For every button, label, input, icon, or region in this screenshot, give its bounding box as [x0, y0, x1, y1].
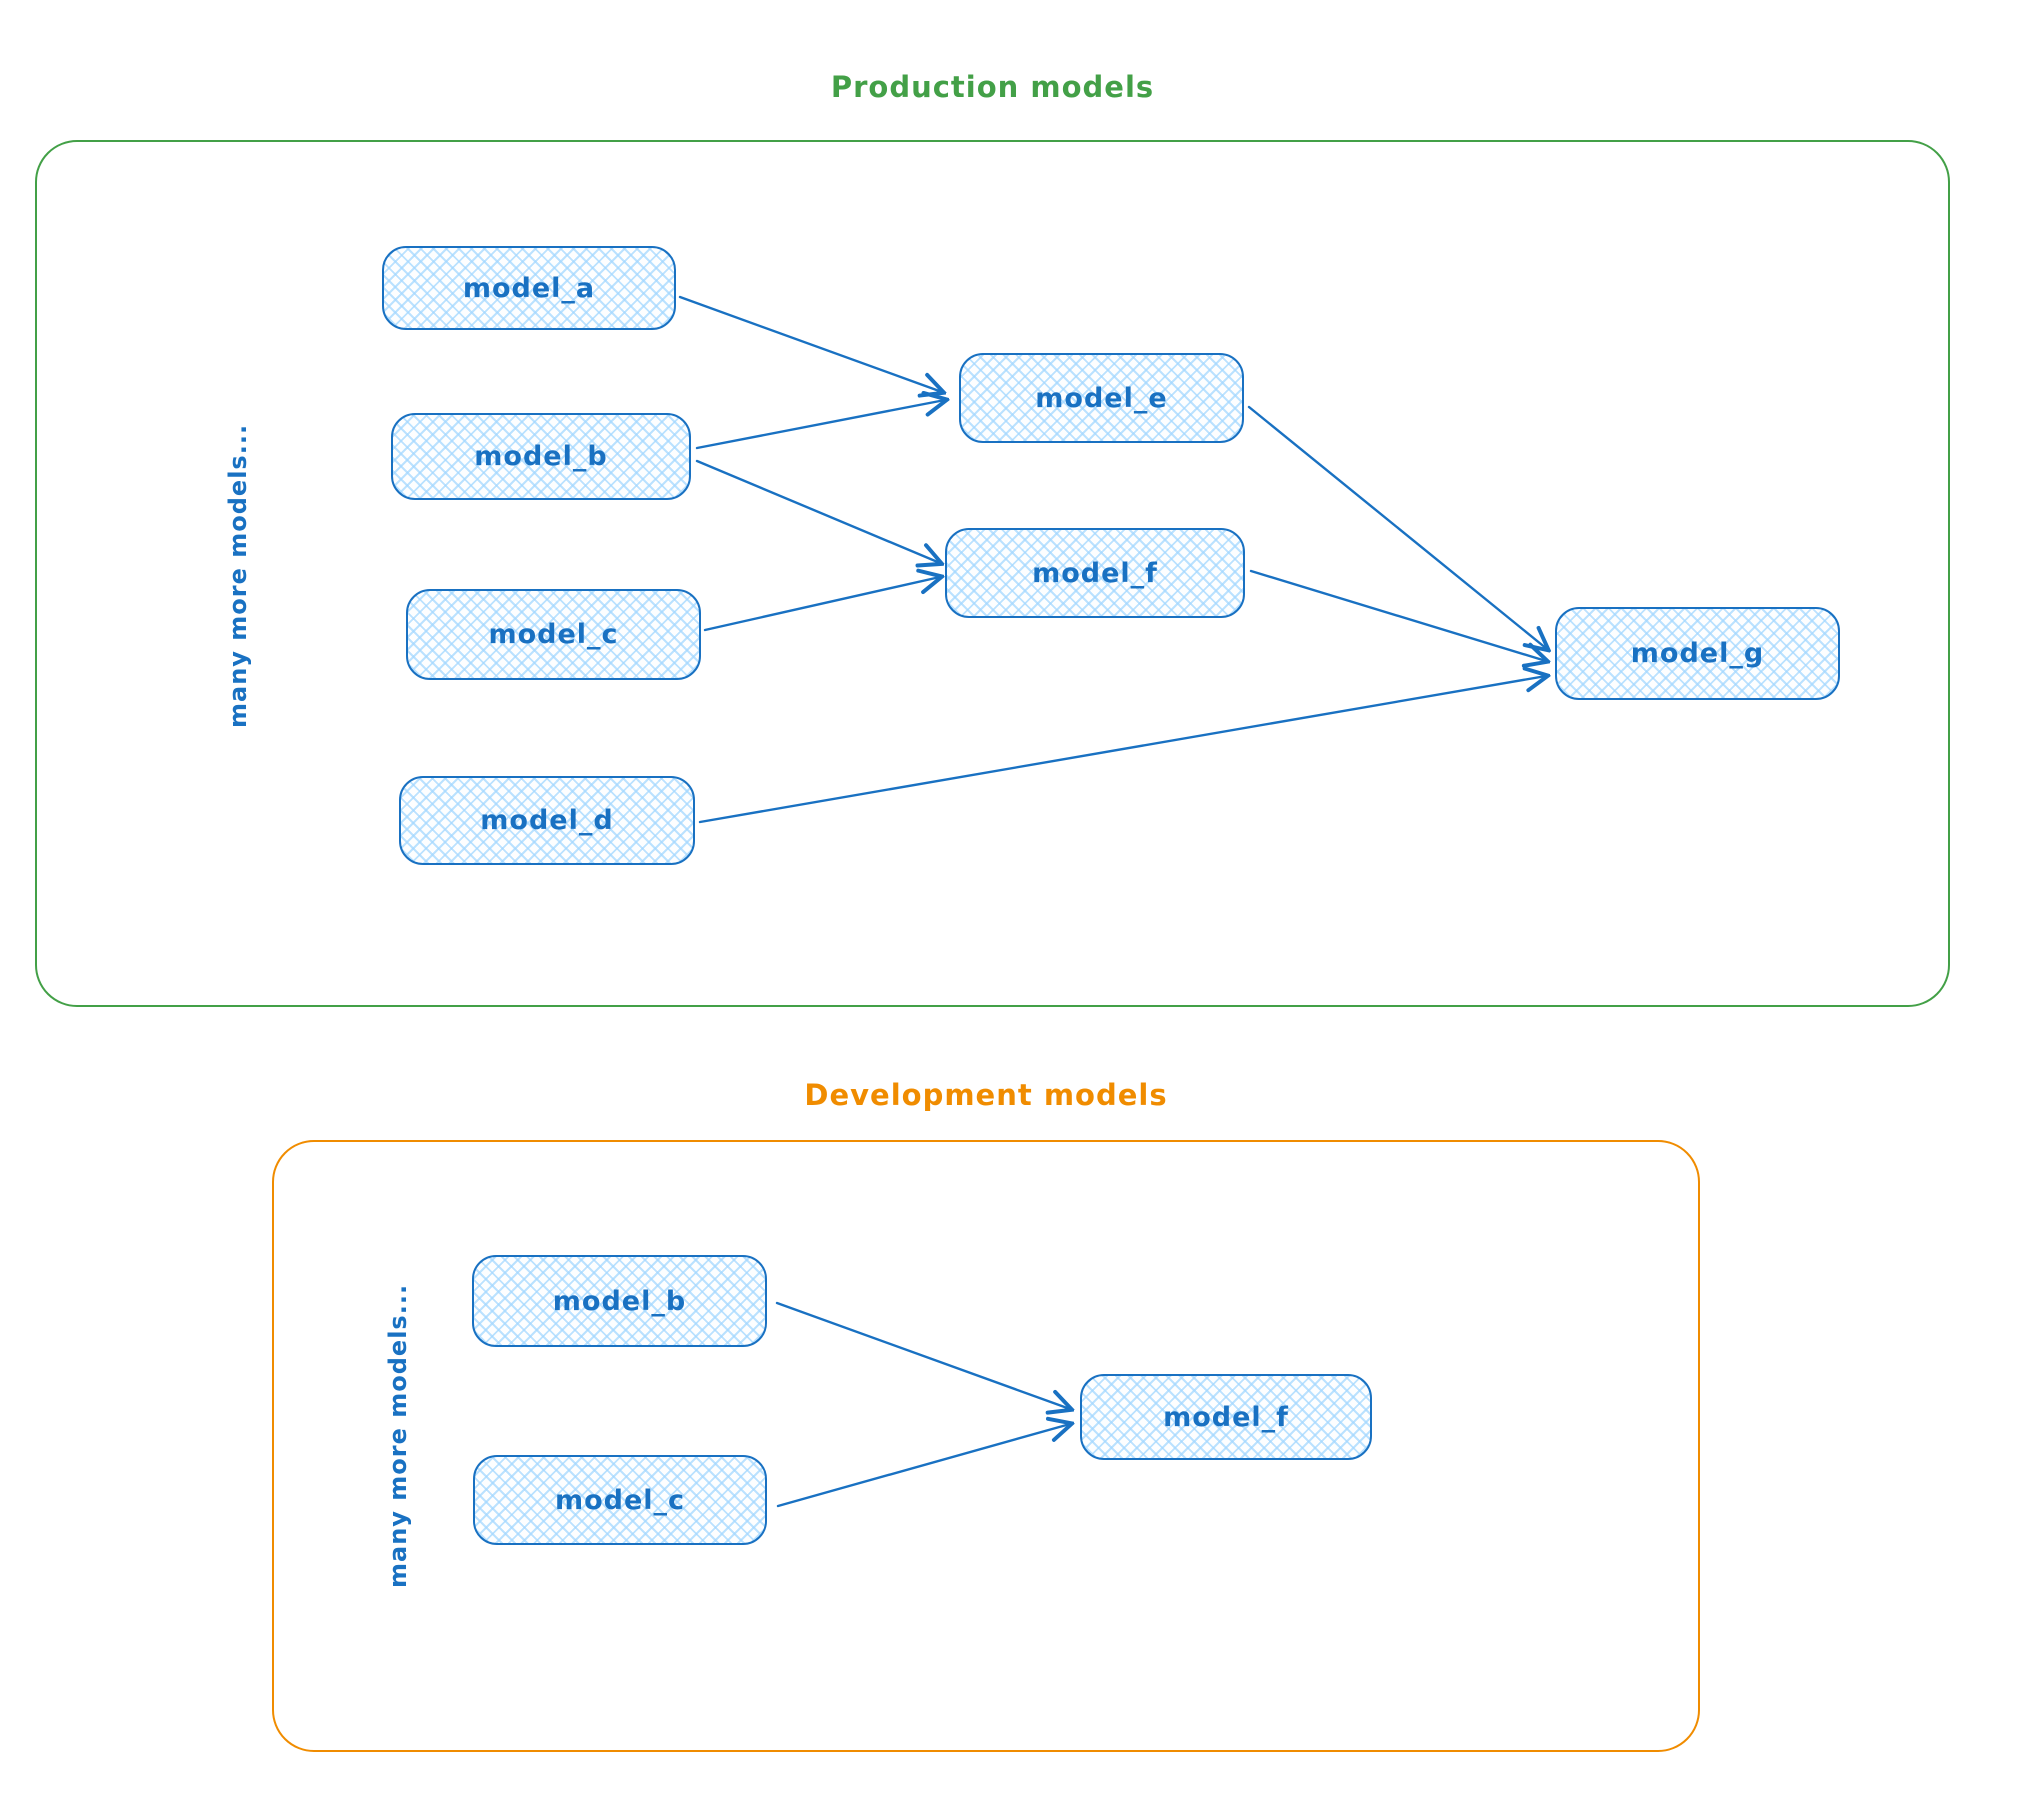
node-model_f-development: model_f [1080, 1374, 1372, 1460]
node-model_c-development: model_c [473, 1455, 767, 1545]
node-model_g-label: model_g [1630, 638, 1765, 669]
node-model_f-dev-label: model_f [1163, 1401, 1289, 1433]
node-model_e-production: model_e [959, 353, 1244, 443]
development-container [272, 1140, 1700, 1752]
node-model_c-label: model_c [488, 619, 619, 650]
node-model_f-label: model_f [1032, 557, 1158, 589]
node-model_c-production: model_c [406, 589, 701, 680]
production-container [35, 140, 1950, 1007]
node-model_g-production: model_g [1555, 607, 1840, 700]
node-model_d-production: model_d [399, 776, 695, 865]
production-side-label: many more models... [224, 423, 252, 728]
node-model_c-dev-label: model_c [554, 1484, 686, 1516]
node-model_d-label: model_d [480, 805, 614, 836]
node-model_f-production: model_f [945, 528, 1245, 618]
node-model_b-development: model_b [472, 1255, 767, 1347]
node-model_b-label: model_b [474, 441, 608, 472]
development-side-label: many more models... [384, 1283, 412, 1588]
production-title: Production models [830, 70, 1155, 104]
node-model_b-dev-label: model_b [552, 1285, 687, 1317]
node-model_e-label: model_e [1035, 382, 1168, 414]
node-model_a-label: model_a [462, 272, 596, 304]
node-model_b-production: model_b [391, 413, 691, 500]
node-model_a-production: model_a [382, 246, 676, 330]
development-title: Development models [804, 1078, 1168, 1112]
